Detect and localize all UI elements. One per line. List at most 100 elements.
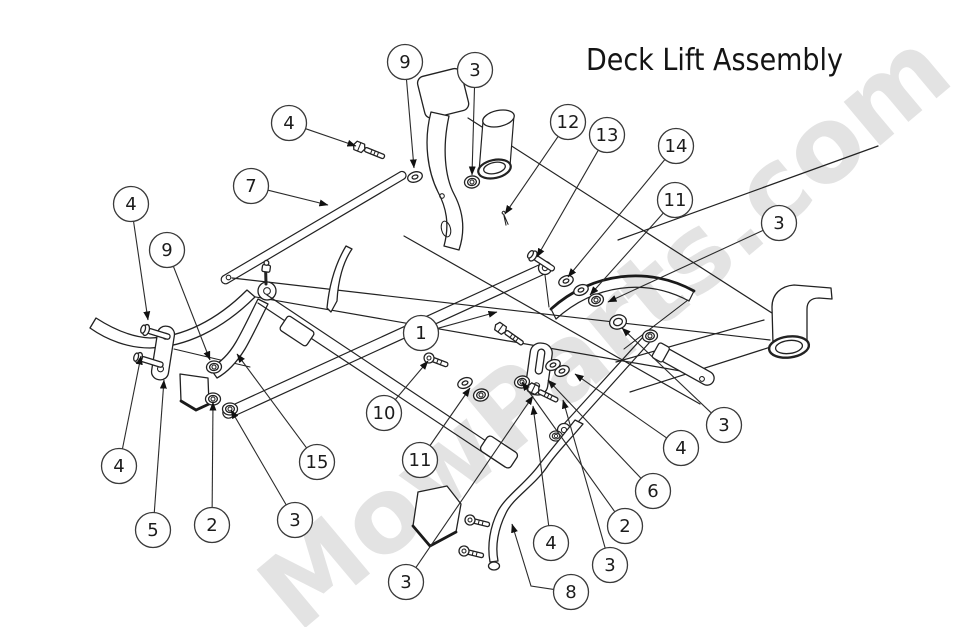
callout-balloon	[232, 167, 270, 205]
callout-balloon	[402, 314, 440, 352]
lift-lever	[416, 67, 470, 251]
callout-balloon	[662, 429, 700, 467]
callout-15-14: 15	[236, 353, 336, 481]
callout-4-9: 4	[112, 185, 151, 321]
callout-1-11: 1	[402, 310, 498, 352]
leader-line	[172, 266, 211, 361]
deck-quadrant	[544, 274, 696, 350]
callout-9-0: 9	[386, 43, 424, 169]
callout-number: 4	[283, 113, 294, 134]
callout-number: 9	[399, 52, 410, 73]
leader-line	[230, 409, 287, 506]
callout-balloon	[760, 204, 798, 242]
flange-nut-icon	[221, 402, 239, 416]
leader-line	[536, 149, 599, 258]
callout-number: 4	[675, 438, 686, 459]
leader-line	[547, 379, 642, 479]
leader-line	[132, 221, 151, 321]
callout-14-5: 14	[567, 127, 695, 278]
cross-tube	[257, 294, 519, 469]
callout-balloon	[112, 185, 150, 223]
carriage-bolt-icon	[421, 350, 451, 371]
watermark-text: MowParts.com	[236, 7, 973, 627]
flange-nut-icon	[463, 174, 481, 190]
callout-balloon	[270, 104, 308, 142]
leader-line	[607, 229, 764, 303]
callout-balloon	[134, 511, 172, 549]
spacer-tube	[477, 109, 515, 180]
page-title: Deck Lift Assembly	[586, 43, 843, 78]
leader-line	[567, 159, 666, 278]
callout-4-25: 4	[574, 373, 700, 467]
callout-number: 4	[113, 456, 124, 477]
spring-strip	[326, 245, 353, 313]
hanger-strap	[457, 419, 584, 571]
callout-balloon	[591, 546, 629, 584]
callout-11-13: 11	[401, 387, 471, 479]
callout-6-24: 6	[547, 379, 672, 510]
callout-3-1: 3	[456, 51, 494, 176]
leader-line	[621, 327, 712, 414]
leader-line	[574, 373, 667, 439]
callout-balloon	[193, 506, 231, 544]
leader-line	[589, 212, 664, 296]
callout-2-17: 2	[193, 401, 231, 544]
callout-number: 2	[619, 516, 630, 537]
leader-line	[394, 360, 429, 400]
callout-4-2: 4	[270, 104, 357, 147]
callout-balloon	[606, 507, 644, 545]
leader-line	[415, 395, 534, 568]
leader-line	[504, 136, 559, 215]
lift-rod	[220, 170, 407, 285]
callout-balloon	[657, 127, 695, 165]
leader-line	[521, 381, 616, 513]
leader-line	[429, 387, 471, 446]
callout-number: 4	[545, 533, 556, 554]
frame-lines	[173, 117, 879, 405]
left-bracket	[131, 322, 176, 381]
callout-balloon	[532, 524, 570, 562]
callout-number: 3	[289, 510, 300, 531]
frame-elbow-tube	[767, 284, 833, 359]
lift-arm	[222, 260, 553, 419]
callout-3-22: 3	[561, 399, 629, 584]
hex-bolt-icon	[351, 139, 387, 162]
bushing-icon	[608, 314, 628, 330]
callout-balloon	[634, 472, 672, 510]
callout-balloon	[100, 447, 138, 485]
leader-line	[121, 355, 143, 449]
callout-7-6: 7	[232, 167, 329, 207]
callout-balloon	[298, 443, 336, 481]
leader-line	[209, 401, 217, 508]
callout-number: 5	[147, 520, 158, 541]
callout-number: 9	[161, 240, 172, 261]
leader-line	[153, 379, 167, 513]
callout-4-20: 4	[530, 405, 570, 562]
leader-line	[468, 87, 476, 176]
callout-9-10: 9	[148, 231, 211, 361]
callout-3-19: 3	[387, 395, 534, 601]
callout-number: 3	[773, 213, 784, 234]
carriage-bolt-icon	[457, 544, 486, 562]
callout-number: 3	[469, 60, 480, 81]
callout-balloon	[387, 563, 425, 601]
callout-number: 14	[665, 136, 688, 157]
leader-line	[405, 79, 417, 169]
leader-line	[305, 128, 357, 147]
right-lift-link	[549, 328, 715, 442]
callout-8-21: 8	[511, 523, 590, 611]
leader-line	[561, 399, 606, 549]
callout-number: 11	[409, 450, 432, 471]
callout-number: 2	[206, 515, 217, 536]
callout-3-26: 3	[621, 327, 743, 444]
callout-balloon	[386, 43, 424, 81]
callout-balloon	[148, 231, 186, 269]
callout-13-4: 13	[536, 116, 626, 258]
hardware	[204, 139, 628, 416]
callout-3-18: 3	[230, 409, 314, 539]
callout-3-8: 3	[607, 204, 798, 303]
callout-number: 15	[306, 452, 329, 473]
